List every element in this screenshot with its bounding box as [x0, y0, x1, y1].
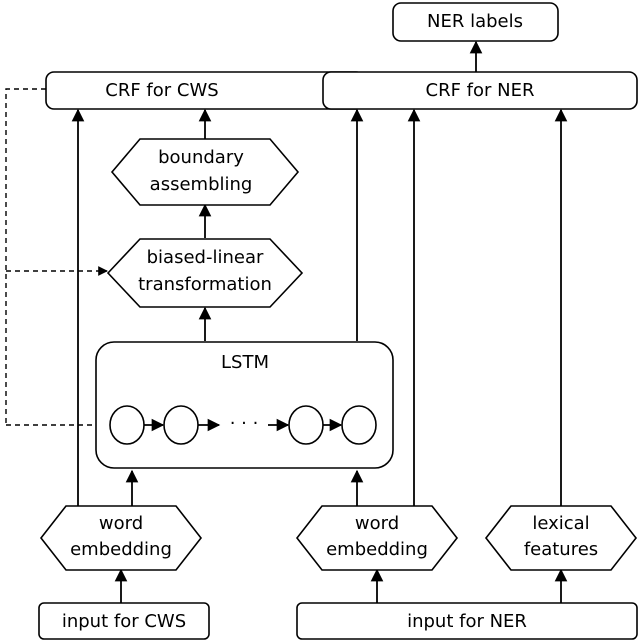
crf-ner-label: CRF for NER	[426, 80, 535, 101]
boundary-assembling-node	[110, 138, 300, 206]
input-cws-label: input for CWS	[62, 611, 186, 632]
input-cws-box	[38, 602, 210, 640]
boundary-label-line2: assembling	[150, 174, 253, 195]
boundary-label-line1: boundary	[158, 147, 244, 168]
crf-ner-box	[322, 71, 638, 110]
lexical-line2: features	[524, 539, 598, 560]
lexical-features-node	[484, 505, 638, 571]
word-embedding-ner-node	[295, 505, 459, 571]
lstm-cell-2	[163, 405, 199, 445]
word-emb-ner-line2: embedding	[326, 539, 428, 560]
crf-cws-label: CRF for CWS	[105, 80, 218, 101]
biased-linear-transformation-node	[106, 238, 304, 308]
lstm-cell-3	[288, 405, 324, 445]
word-emb-ner-line1: word	[355, 513, 399, 534]
lexical-line1: lexical	[532, 513, 589, 534]
word-emb-cws-line1: word	[99, 513, 143, 534]
biased-label-line1: biased-linear	[147, 247, 264, 268]
biased-label-line2: transformation	[138, 274, 272, 295]
ner-labels-box	[392, 2, 559, 42]
word-embedding-cws-node	[39, 505, 203, 571]
lstm-cell-1	[109, 405, 145, 445]
input-ner-label: input for NER	[407, 611, 527, 632]
lstm-label: LSTM	[221, 352, 269, 373]
dashed-feedback-trunk	[5, 88, 46, 425]
lstm-cell-4	[341, 405, 377, 445]
ner-labels-label: NER labels	[427, 11, 523, 32]
input-ner-box	[296, 602, 638, 640]
lstm-ellipsis: · · ·	[230, 413, 259, 434]
word-emb-cws-line2: embedding	[70, 539, 172, 560]
